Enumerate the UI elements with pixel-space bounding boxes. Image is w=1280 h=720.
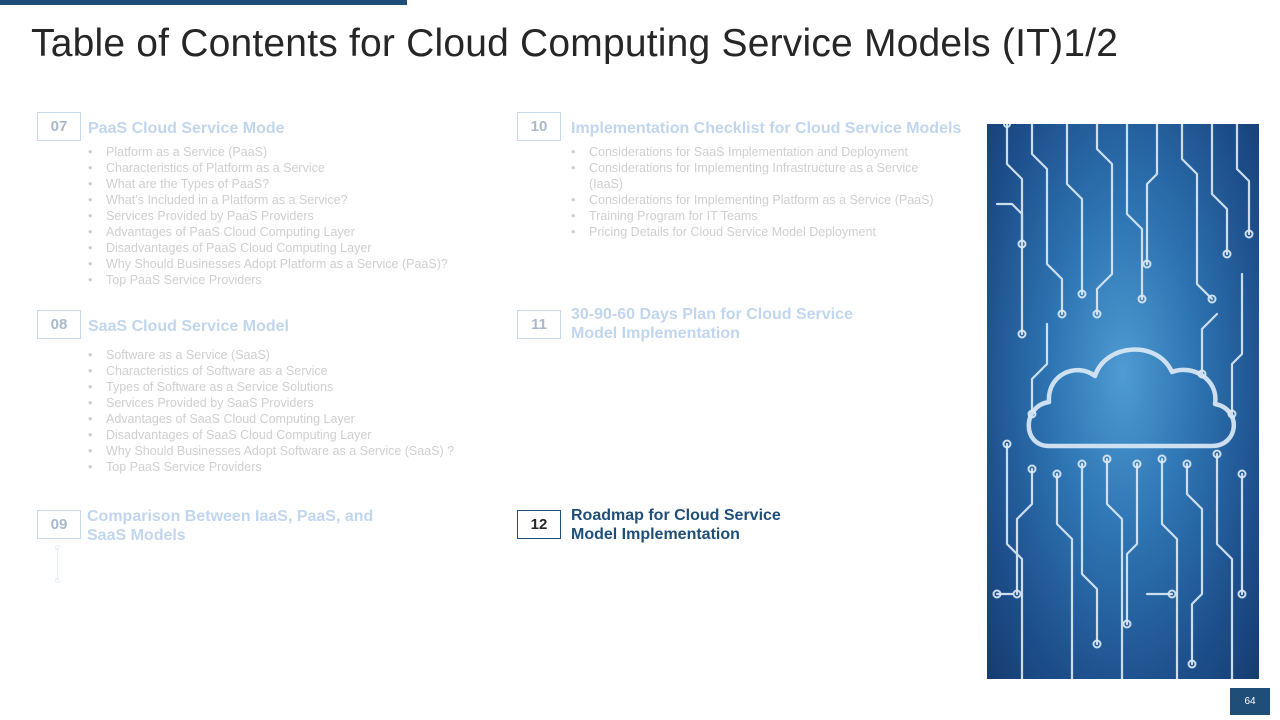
section-heading: Comparison Between IaaS, PaaS, and SaaS …: [87, 507, 373, 545]
section-items: Considerations for SaaS Implementation a…: [571, 144, 934, 240]
toc-section-09[interactable]: 09 Comparison Between IaaS, PaaS, and Sa…: [37, 508, 437, 548]
toc-section-12[interactable]: 12 Roadmap for Cloud Service Model Imple…: [517, 506, 917, 546]
top-accent-bar: [0, 0, 407, 5]
section-number: 10: [517, 112, 561, 141]
section-number: 12: [517, 510, 561, 539]
list-item-continuation: (IaaS): [589, 177, 624, 191]
section-heading: Implementation Checklist for Cloud Servi…: [571, 120, 962, 137]
circuit-graphic: [992, 124, 1254, 679]
list-item: Considerations for Implementing Infrastr…: [571, 160, 934, 176]
list-item: Considerations for Implementing Platform…: [571, 192, 934, 208]
section-number: 08: [37, 310, 81, 339]
section-heading-line: Model Implementation: [571, 325, 740, 342]
toc-section-08[interactable]: 08 SaaS Cloud Service Model Software as …: [37, 310, 497, 480]
list-item: Why Should Businesses Adopt Software as …: [88, 443, 454, 459]
toc-section-11[interactable]: 11 30-90-60 Days Plan for Cloud Service …: [517, 305, 917, 345]
section-heading-line: Model Implementation: [571, 526, 740, 543]
list-item: Characteristics of Platform as a Service: [88, 160, 448, 176]
list-item: Software as a Service (SaaS): [88, 347, 454, 363]
section-heading: SaaS Cloud Service Model: [88, 318, 289, 335]
list-item: Disadvantages of PaaS Cloud Computing La…: [88, 240, 448, 256]
list-item: Disadvantages of SaaS Cloud Computing La…: [88, 427, 454, 443]
list-item: Top PaaS Service Providers: [88, 272, 448, 288]
cloud-circuit-image: [987, 124, 1259, 679]
connector-line: [57, 548, 58, 580]
connector-dot: [55, 578, 60, 583]
list-item: Pricing Details for Cloud Service Model …: [571, 224, 934, 240]
page-number-badge: 64: [1230, 688, 1270, 715]
list-item: What are the Types of PaaS?: [88, 176, 448, 192]
section-heading-line: Comparison Between IaaS, PaaS, and: [87, 508, 374, 525]
section-heading: 30-90-60 Days Plan for Cloud Service Mod…: [571, 305, 853, 343]
list-item: Considerations for SaaS Implementation a…: [571, 144, 934, 160]
section-heading-line: Roadmap for Cloud Service: [571, 507, 781, 524]
toc-section-07[interactable]: 07 PaaS Cloud Service Mode Platform as a…: [37, 112, 497, 292]
section-number: 09: [37, 510, 81, 539]
list-item: Services Provided by SaaS Providers: [88, 395, 454, 411]
section-items: Software as a Service (SaaS) Characteris…: [88, 347, 454, 475]
page-title: Table of Contents for Cloud Computing Se…: [31, 22, 1119, 65]
section-number: 07: [37, 112, 81, 141]
section-heading: Roadmap for Cloud Service Model Implemen…: [571, 506, 781, 544]
list-item: Training Program for IT Teams: [571, 208, 934, 224]
list-item: Services Provided by PaaS Providers: [88, 208, 448, 224]
list-item: Advantages of SaaS Cloud Computing Layer: [88, 411, 454, 427]
toc-section-10[interactable]: 10 Implementation Checklist for Cloud Se…: [517, 112, 977, 252]
list-item: Top PaaS Service Providers: [88, 459, 454, 475]
list-item: What’s Included in a Platform as a Servi…: [88, 192, 448, 208]
section-items: Platform as a Service (PaaS) Characteris…: [88, 144, 448, 288]
section-number: 11: [517, 310, 561, 339]
section-heading-line: SaaS Models: [87, 527, 186, 544]
list-item: Characteristics of Software as a Service: [88, 363, 454, 379]
list-item: Why Should Businesses Adopt Platform as …: [88, 256, 448, 272]
list-item: Types of Software as a Service Solutions: [88, 379, 454, 395]
list-item: Platform as a Service (PaaS): [88, 144, 448, 160]
section-heading-line: 30-90-60 Days Plan for Cloud Service: [571, 306, 853, 323]
list-item: Advantages of PaaS Cloud Computing Layer: [88, 224, 448, 240]
section-heading: PaaS Cloud Service Mode: [88, 120, 285, 137]
